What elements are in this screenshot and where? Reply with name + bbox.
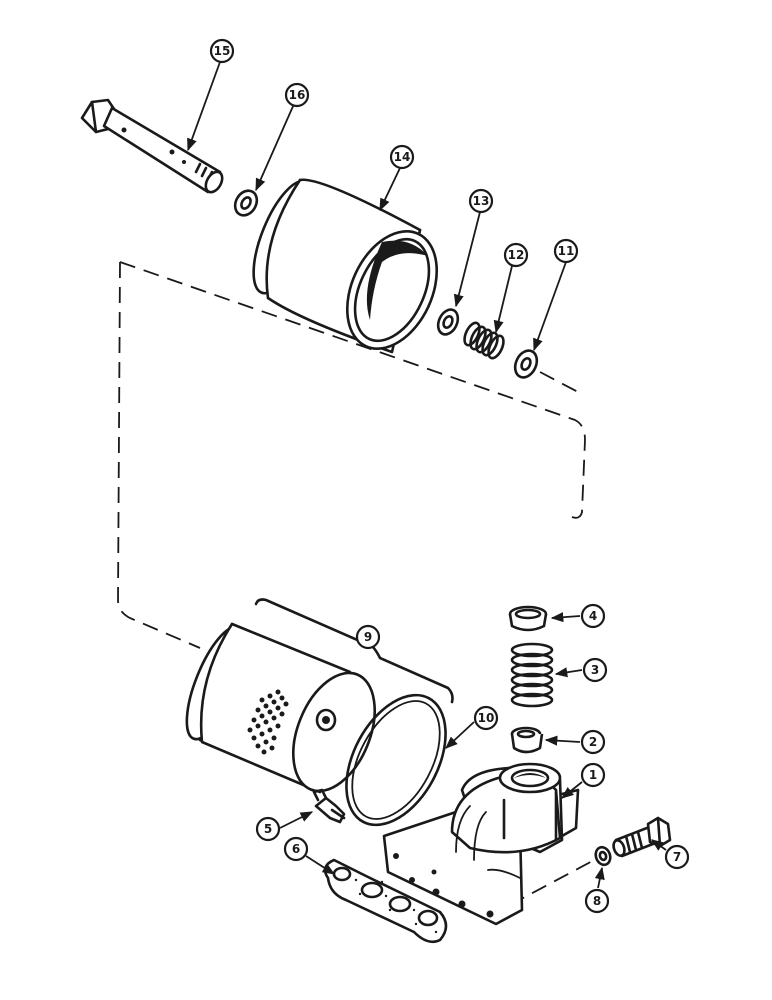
svg-text:1: 1	[589, 768, 597, 782]
leader-1	[561, 781, 583, 799]
leader-4	[550, 612, 581, 623]
svg-text:9: 9	[364, 630, 372, 644]
relief-spring	[510, 642, 554, 708]
svg-text:7: 7	[673, 850, 681, 864]
callout-15: 15	[209, 38, 235, 64]
svg-text:12: 12	[508, 248, 525, 262]
filter-mesh-pattern	[247, 689, 289, 755]
mounting-gasket	[323, 858, 448, 944]
callout-3: 3	[582, 657, 608, 683]
callout-13: 13	[468, 188, 494, 214]
leader-13	[453, 211, 481, 308]
callout-7: 7	[664, 844, 690, 870]
callout-9: 9	[355, 624, 381, 650]
gasket-speckle	[348, 866, 438, 934]
callout-5: 5	[255, 816, 281, 842]
assembly-path-dashed-bracket	[509, 857, 599, 906]
svg-text:5: 5	[264, 822, 272, 836]
leader-16	[255, 103, 295, 192]
leader-2	[544, 735, 581, 746]
bracket-washer	[594, 845, 612, 867]
leader-12	[493, 265, 513, 334]
pipe-fitting	[312, 788, 346, 824]
svg-text:16: 16	[289, 88, 306, 102]
leader-8	[594, 866, 605, 889]
leader-5	[279, 811, 314, 829]
svg-text:2: 2	[589, 735, 597, 749]
end-washer	[513, 349, 539, 379]
assembly-path-dashed-top	[119, 261, 586, 519]
svg-text:11: 11	[558, 244, 575, 258]
leader-15	[187, 61, 221, 152]
svg-text:6: 6	[292, 842, 300, 856]
center-bolt	[80, 98, 224, 194]
filter-head-base	[382, 762, 580, 926]
callout-1: 1	[580, 762, 606, 788]
callout-10: 10	[473, 705, 499, 731]
leader-3	[554, 667, 583, 678]
svg-text:4: 4	[589, 609, 597, 623]
callout-16: 16	[284, 82, 310, 108]
svg-text:3: 3	[591, 663, 599, 677]
relief-valve	[510, 726, 544, 754]
svg-text:14: 14	[394, 150, 411, 164]
callout-11: 11	[553, 238, 579, 264]
housing-spring	[463, 321, 505, 360]
leader-10	[445, 721, 475, 749]
valve-cap	[508, 605, 548, 632]
callout-14: 14	[389, 144, 415, 170]
leader-6	[305, 855, 336, 875]
bolt-washer	[233, 189, 259, 217]
assembly-path-dashed	[117, 261, 201, 649]
callout-6: 6	[283, 836, 309, 862]
callout-12: 12	[503, 242, 529, 268]
leader-7	[650, 839, 667, 851]
callout-8: 8	[584, 888, 610, 914]
spring-seat-washer	[436, 308, 460, 336]
filter-element	[185, 622, 376, 794]
svg-text:13: 13	[473, 194, 490, 208]
element-gasket	[345, 693, 447, 827]
callout-2: 2	[580, 729, 606, 755]
assembly-path-dashed-small	[539, 371, 579, 393]
leader-11	[533, 261, 567, 352]
filter-housing	[252, 178, 439, 354]
callout-4: 4	[580, 603, 606, 629]
svg-text:8: 8	[593, 894, 601, 908]
svg-text:15: 15	[214, 44, 231, 58]
svg-text:10: 10	[478, 711, 495, 725]
leader-14	[379, 167, 401, 212]
cap-screw	[612, 816, 672, 858]
